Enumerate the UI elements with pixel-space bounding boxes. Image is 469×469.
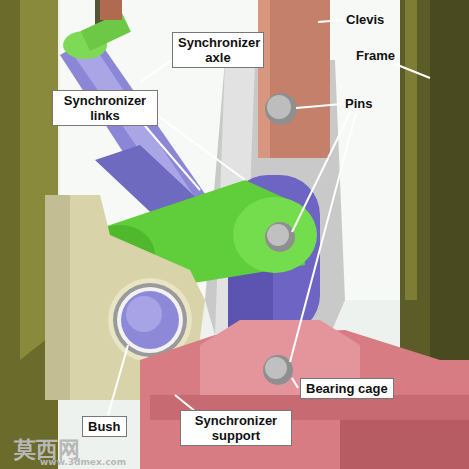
leader-lines [108, 20, 430, 415]
label-text: Synchronizer links [58, 93, 152, 123]
part-label: Synchronizer support [180, 410, 292, 446]
part-label: Synchronizer axle [172, 32, 264, 68]
part-label: Bush [82, 416, 127, 437]
part-name: Frame [356, 48, 395, 64]
part-label: Synchronizer links [52, 90, 158, 126]
part-label: Bearing cage [300, 378, 394, 399]
part-name: Clevis [346, 12, 384, 28]
watermark: www.3dmex.com [40, 456, 126, 468]
label-text: Bush [88, 419, 121, 434]
label-text: Synchronizer support [186, 413, 286, 443]
label-text: Synchronizer axle [178, 35, 258, 65]
label-text: Bearing cage [306, 381, 388, 396]
part-name: Pins [345, 96, 372, 112]
